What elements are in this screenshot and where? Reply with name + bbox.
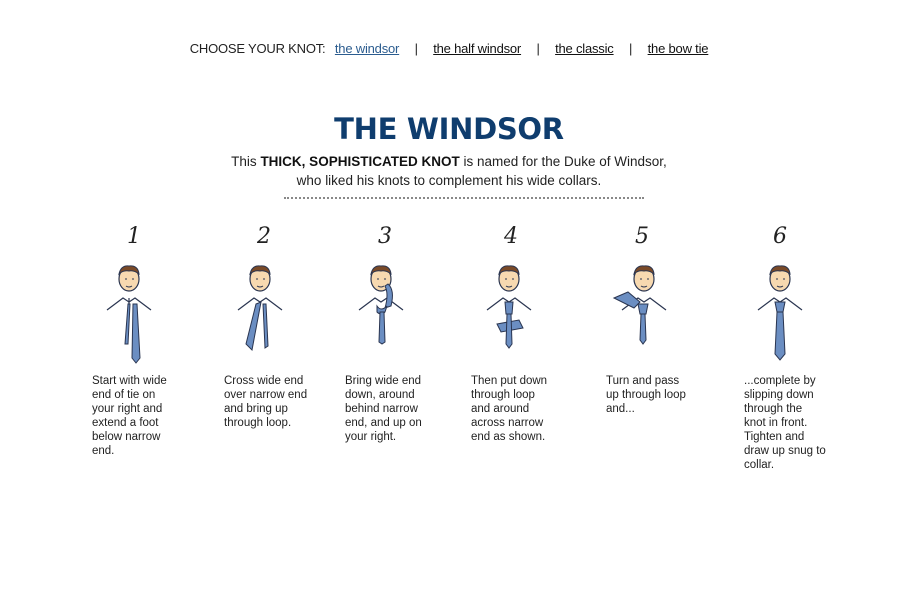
- intro-line1-rest: is named for the Duke of Windsor,: [459, 154, 667, 169]
- link-the-bow-tie[interactable]: the bow tie: [647, 41, 709, 56]
- man-with-tie-illustration: [612, 265, 667, 345]
- knot-selector-label: CHOOSE YOUR KNOT:: [189, 41, 326, 56]
- step-description: Cross wide end over narrow end and bring…: [224, 375, 308, 429]
- step-number: 2: [257, 224, 271, 249]
- dotted-divider: [284, 197, 644, 199]
- step-number: 6: [773, 224, 787, 249]
- step-number: 5: [635, 224, 649, 249]
- step-description: ...complete by slipping down through the…: [744, 375, 826, 471]
- man-with-tie-illustration: [486, 265, 532, 349]
- step-description: Bring wide end down, around behind narro…: [345, 375, 422, 443]
- intro-bold: THICK, SOPHISTICATED KNOT: [260, 154, 460, 169]
- step-description: Then put down through loop and around ac…: [471, 375, 548, 443]
- step-description: Start with wide end of tie on your right…: [92, 375, 167, 457]
- step-number: 1: [127, 224, 141, 249]
- nav-separator: |: [414, 41, 418, 56]
- man-with-tie-illustration: [757, 265, 803, 361]
- step-number: 3: [378, 224, 392, 249]
- intro-text: This THICK, SOPHISTICATED KNOT is named …: [0, 152, 898, 190]
- intro-prefix: This: [231, 154, 261, 169]
- man-with-tie-illustration: [106, 265, 152, 364]
- step-number: 4: [504, 224, 518, 249]
- intro-line2: who liked his knots to complement his wi…: [296, 173, 602, 188]
- page-title: THE WINDSOR: [334, 112, 564, 146]
- nav-separator: |: [536, 41, 540, 56]
- link-the-classic[interactable]: the classic: [555, 41, 614, 56]
- knot-selector-nav: CHOOSE YOUR KNOT: the windsor | the half…: [0, 41, 898, 56]
- step-description: Turn and pass up through loop and...: [606, 375, 686, 415]
- link-the-windsor[interactable]: the windsor: [334, 41, 400, 56]
- man-with-tie-illustration: [237, 265, 283, 352]
- nav-separator: |: [629, 41, 633, 56]
- link-the-half-windsor[interactable]: the half windsor: [433, 41, 522, 56]
- man-with-tie-illustration: [358, 265, 404, 345]
